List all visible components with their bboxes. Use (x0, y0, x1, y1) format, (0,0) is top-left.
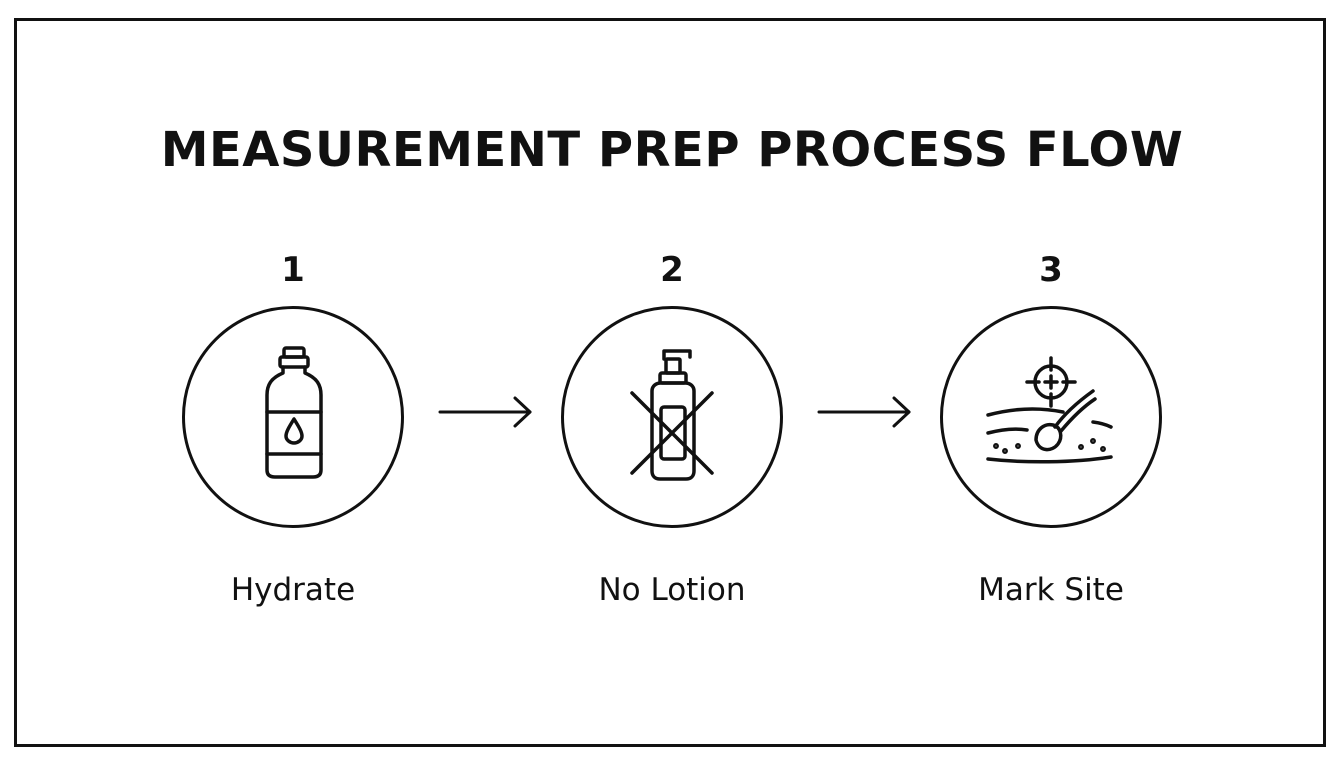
arrow-right-icon (817, 396, 911, 428)
arrow-right-icon (438, 396, 532, 428)
step-circle (182, 306, 404, 528)
step-label: Hydrate (230, 572, 356, 608)
step-1: 1 Hydrate (173, 250, 413, 610)
step-number: 2 (660, 250, 684, 290)
no-lotion-icon (630, 349, 714, 481)
step-label: Mark Site (978, 572, 1124, 608)
step-label: No Lotion (598, 572, 746, 608)
step-2: 2 No Lotion (552, 250, 792, 610)
page-title: MEASUREMENT PREP PROCESS FLOW (160, 122, 1184, 178)
step-circle (561, 306, 783, 528)
step-circle (940, 306, 1162, 528)
step-number: 3 (1039, 250, 1063, 290)
water-bottle-icon (265, 346, 323, 479)
step-number: 1 (281, 250, 305, 290)
step-3: 3 (931, 250, 1171, 610)
mark-site-target-icon (986, 356, 1113, 464)
